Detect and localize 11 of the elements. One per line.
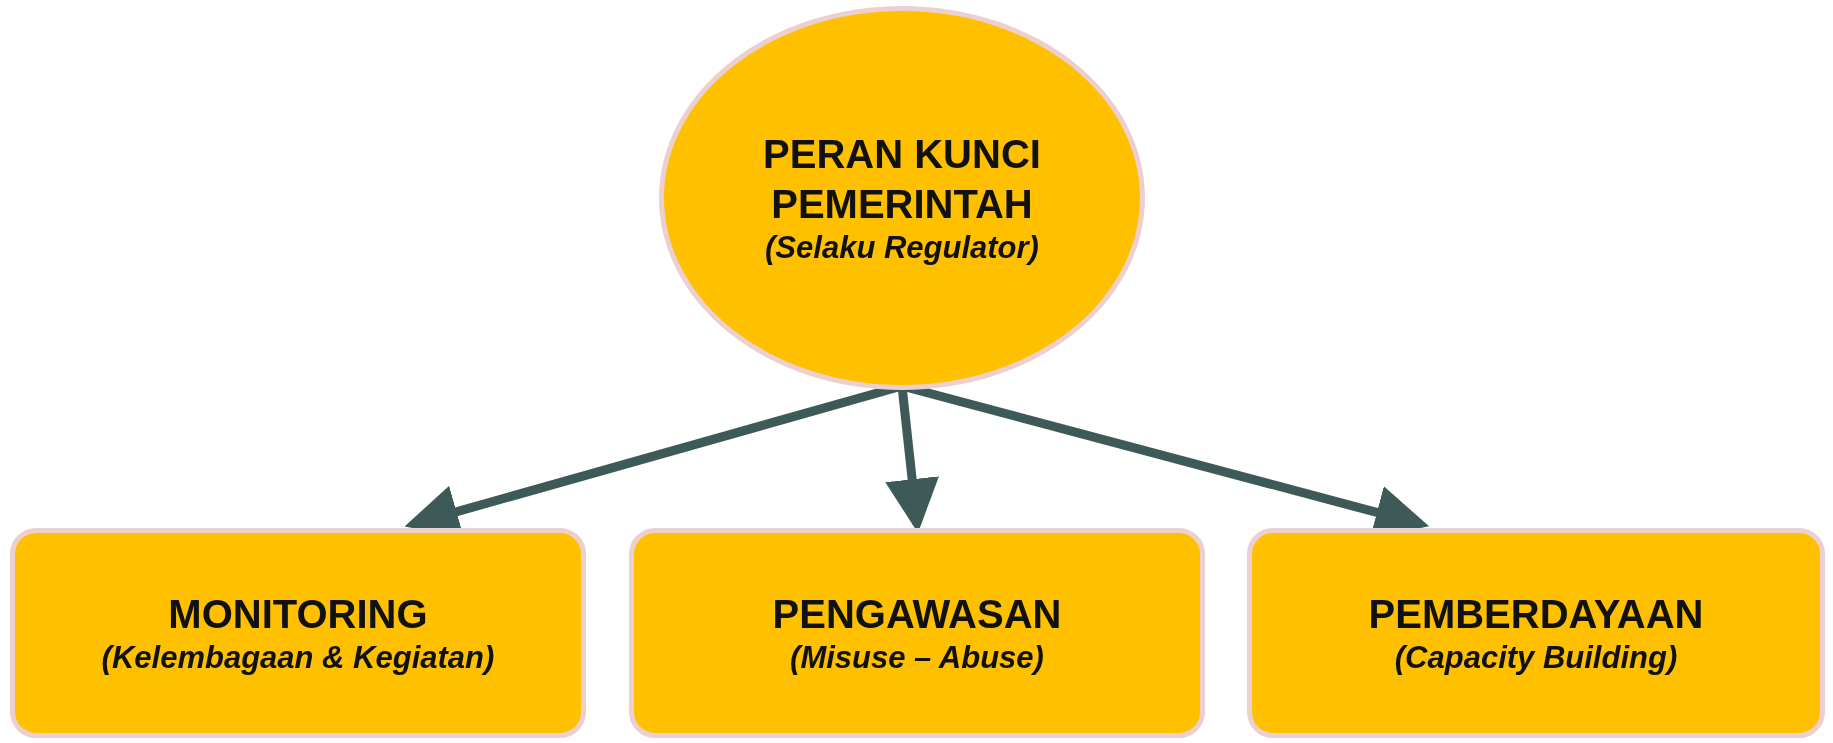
node-heading: MONITORING [168, 590, 428, 638]
node-heading: PERAN KUNCI PEMERINTAH [762, 130, 1042, 228]
node-subtitle: (Kelembagaan & Kegiatan) [101, 638, 495, 677]
node-subtitle: (Selaku Regulator) [765, 228, 1039, 267]
rounded-box [629, 528, 1205, 738]
rounded-box [1247, 528, 1825, 738]
node-subtitle: (Capacity Building) [1394, 638, 1678, 677]
rounded-box [10, 528, 586, 738]
node-heading: PENGAWASAN [772, 590, 1062, 638]
node-subtitle: (Misuse – Abuse) [790, 638, 1044, 677]
node-heading: PEMBERDAYAAN [1368, 590, 1704, 638]
